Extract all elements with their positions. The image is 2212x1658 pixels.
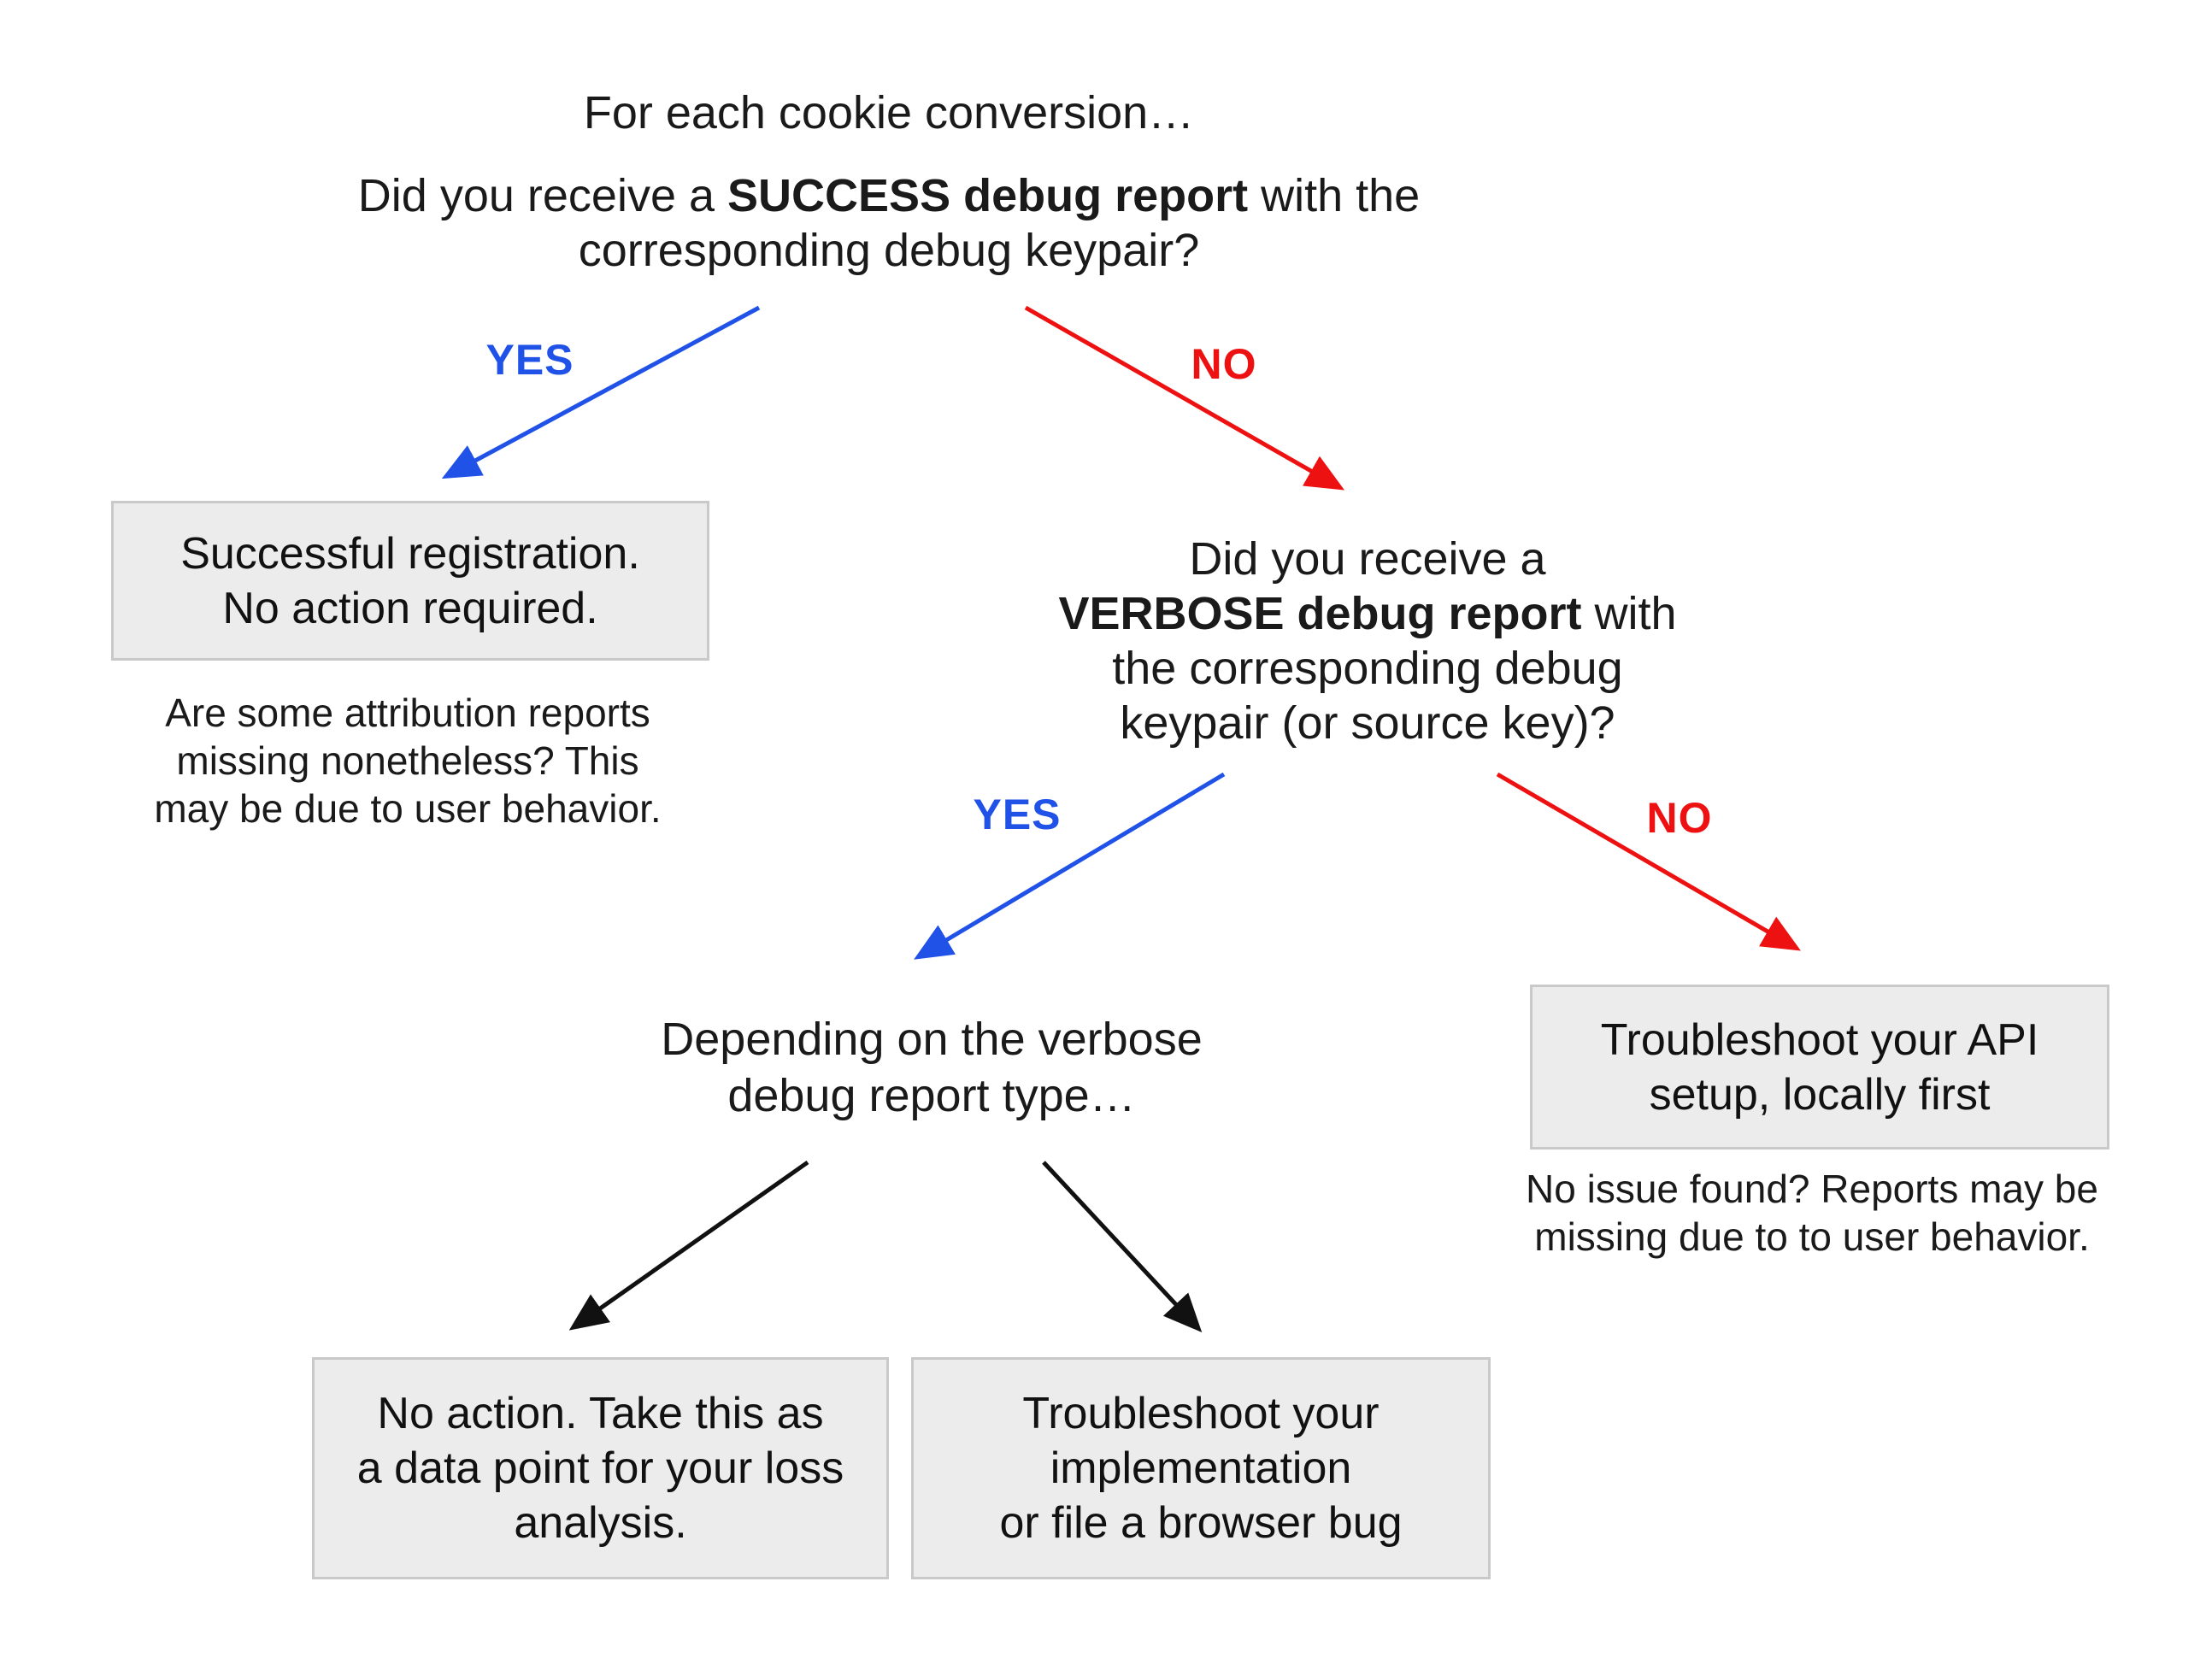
troubleshoot-api-line: setup, locally first [1649,1069,1991,1120]
success-note-line: Are some attribution reports [165,691,650,735]
question-verbose: Did you receive a VERBOSE debug report w… [1058,532,1676,750]
troubleshoot-implementation-line: Troubleshoot your [1022,1389,1380,1438]
api-note-line: No issue found? Reports may be [1526,1167,2098,1211]
no-label-level2: NO [1646,794,1713,842]
question-verbose-line3: the corresponding debug [1112,643,1623,694]
verbose-left-arrow [568,1160,809,1331]
success-registration-box: Successful registration. No action requi… [111,501,709,661]
api-note: No issue found? Reports may be missing d… [1526,1165,2098,1261]
no-action-line: analysis. [514,1498,687,1548]
question-verbose-line1: Did you receive a [1189,533,1546,585]
troubleshoot-api-line: Troubleshoot your API [1600,1014,2039,1065]
success-registration-line: No action required. [222,583,598,633]
success-note-line: missing nonetheless? This [176,738,639,783]
troubleshoot-api-box: Troubleshoot your API setup, locally fir… [1530,985,2109,1149]
success-note-line: may be due to user behavior. [154,786,662,831]
troubleshoot-implementation-line: or file a browser bug [999,1498,1403,1548]
no-label-level1: NO [1191,340,1257,388]
yes-label-level1: YES [485,336,574,384]
api-note-line: missing due to to user behavior. [1534,1214,2090,1259]
depending-line: Depending on the verbose [661,1014,1203,1065]
page-title: For each cookie conversion… [583,87,1195,138]
yes-label-level2: YES [973,791,1062,838]
yes-arrow-level2 [914,772,1226,960]
question-success: Did you receive a SUCCESS debug report w… [358,168,1420,278]
depending-line: debug report type… [727,1070,1136,1121]
troubleshoot-implementation-box: Troubleshoot your implementation or file… [911,1357,1491,1579]
no-action-line: a data point for your loss [356,1443,844,1493]
question-success-line2: corresponding debug keypair? [578,225,1200,276]
depending-text: Depending on the verbose debug report ty… [661,1011,1202,1124]
question-verbose-line4: keypair (or source key)? [1120,697,1615,749]
question-verbose-line2: VERBOSE debug report with [1058,588,1677,639]
success-registration-line: Successful registration. [180,528,640,579]
verbose-right-arrow [1042,1161,1203,1332]
question-success-line1: Did you receive a SUCCESS debug report w… [357,170,1421,221]
yes-arrow-level1 [441,305,761,479]
troubleshoot-implementation-line: implementation [1050,1443,1352,1493]
no-action-line: No action. Take this as [377,1389,824,1438]
no-action-box: No action. Take this as a data point for… [312,1357,889,1579]
no-arrow-level2 [1496,772,1801,951]
success-note: Are some attribution reports missing non… [154,689,661,832]
no-arrow-level1 [1024,305,1345,491]
